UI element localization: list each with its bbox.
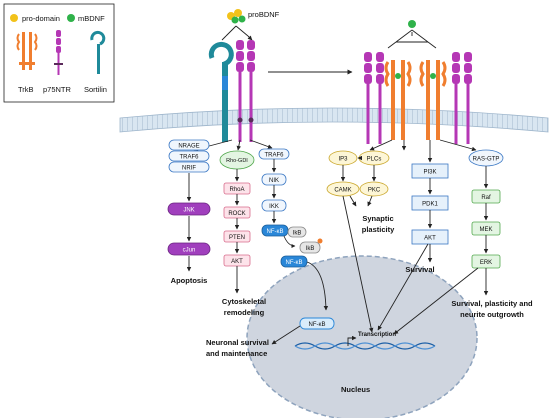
node-jnk: JNK xyxy=(183,208,194,214)
trkb-receptor-icon xyxy=(16,32,38,70)
pro-domain-icon xyxy=(10,14,18,22)
probdnf-label: proBDNF xyxy=(248,10,280,19)
node-nfkb-2: NF-κB xyxy=(286,260,303,266)
legend-mbdnf: mBDNF xyxy=(78,14,105,23)
arrow-nfkb-to-survival xyxy=(271,325,301,345)
node-mek: MEK xyxy=(479,227,492,233)
outcome-survival: Survival xyxy=(405,265,434,274)
plc-pathway: IP3 PLCs CAMK PKC Synaptic plasticity xyxy=(326,150,395,333)
outcome-synaptic: Synaptic xyxy=(362,214,393,223)
mbdnf-icon xyxy=(67,14,75,22)
node-pten: PTEN xyxy=(229,235,245,241)
p75ntr-receptor-complex xyxy=(236,40,255,142)
node-camk: CAMK xyxy=(334,188,351,194)
node-rho-gdi: Rho-GDI xyxy=(226,158,248,164)
nucleus xyxy=(246,255,478,418)
probdnf-ligand xyxy=(227,9,246,24)
node-nfkb-1: NF-κB xyxy=(267,229,284,235)
arrow-probdnf-split xyxy=(225,25,249,37)
node-pi3k: PI3K xyxy=(423,170,436,176)
node-pkc: PKC xyxy=(368,188,381,194)
apoptosis-pathway: NRAGE TRAF6 NRIF JNK cJun Apoptosis xyxy=(167,139,211,285)
cytoskeletal-pathway: Rho-GDI RhoA ROCK PTEN AKT Cytoskeletal … xyxy=(219,150,266,317)
mbdnf-ligand xyxy=(408,20,416,28)
legend: pro-domain mBDNF TrkB p75NTR Sortilin xyxy=(3,3,115,103)
transcription-start-arrow xyxy=(347,335,357,346)
outcome-neurite: neurite outgrowth xyxy=(460,310,524,319)
node-akt-cyto: AKT xyxy=(231,259,243,265)
outcome-cytoskeletal: Cytoskeletal xyxy=(222,297,266,306)
nucleus-nfkb-label: NF-κB xyxy=(309,322,326,328)
ras-pathway: RAS-GTP Raf MEK ERK Survival, plasticity… xyxy=(393,149,533,335)
node-traf6-a: TRAF6 xyxy=(179,155,199,161)
node-akt-pi3k: AKT xyxy=(424,236,436,242)
node-nik: NIK xyxy=(269,178,279,184)
node-nrif: NRIF xyxy=(182,166,196,172)
nucleus-label: Nucleus xyxy=(341,385,370,394)
node-ip3: IP3 xyxy=(338,157,348,163)
node-plcs: PLCs xyxy=(367,157,382,163)
nucleus-nfkb-node xyxy=(299,317,335,330)
outcome-remodeling: remodeling xyxy=(224,308,265,317)
sortilin-receptor-icon xyxy=(90,30,106,74)
nfkb-pathway: TRAF6 NIK IKK NF-κB IkB IkB NF-κB xyxy=(258,148,329,311)
node-erk: ERK xyxy=(480,260,492,266)
node-traf6-b: TRAF6 xyxy=(264,153,284,159)
right-complex-arrows xyxy=(369,139,477,163)
node-rock: ROCK xyxy=(228,211,245,217)
sortilin-receptor xyxy=(208,41,234,142)
outcome-apoptosis: Apoptosis xyxy=(171,276,208,285)
transcription-label: Transcription xyxy=(358,332,396,338)
neuronal-survival-label-2: and maintenance xyxy=(206,349,267,358)
arrow-mbdnf-split xyxy=(387,32,437,49)
node-nrage: NRAGE xyxy=(178,144,199,150)
node-ikk: IKK xyxy=(269,204,279,210)
node-raf: Raf xyxy=(481,195,491,201)
node-rhoa: RhoA xyxy=(229,187,244,193)
node-pdk1: PDK1 xyxy=(422,202,438,208)
pi3k-pathway: PI3K PDK1 AKT Survival xyxy=(377,163,449,331)
node-ikb-2: IkB xyxy=(306,246,315,252)
phosphate-icon xyxy=(317,238,323,244)
legend-p75ntr: p75NTR xyxy=(43,85,72,94)
p75ntr-receptor-icon xyxy=(54,30,63,75)
neuronal-survival-label: Neuronal survival xyxy=(206,338,269,347)
outcome-survival-plasticity: Survival, plasticity and xyxy=(451,299,533,308)
node-ras-gtp: RAS-GTP xyxy=(473,157,500,163)
cell-membrane xyxy=(119,107,549,133)
dna-icon xyxy=(294,342,436,350)
node-cjun: cJun xyxy=(183,248,196,254)
mbdnf-receptor-complex xyxy=(364,52,472,144)
legend-pro-domain: pro-domain xyxy=(22,14,60,23)
outcome-plasticity: plasticity xyxy=(362,225,395,234)
node-ikb-1: IkB xyxy=(293,231,302,237)
legend-trkb: TrkB xyxy=(18,85,34,94)
legend-sortilin: Sortilin xyxy=(84,85,107,94)
